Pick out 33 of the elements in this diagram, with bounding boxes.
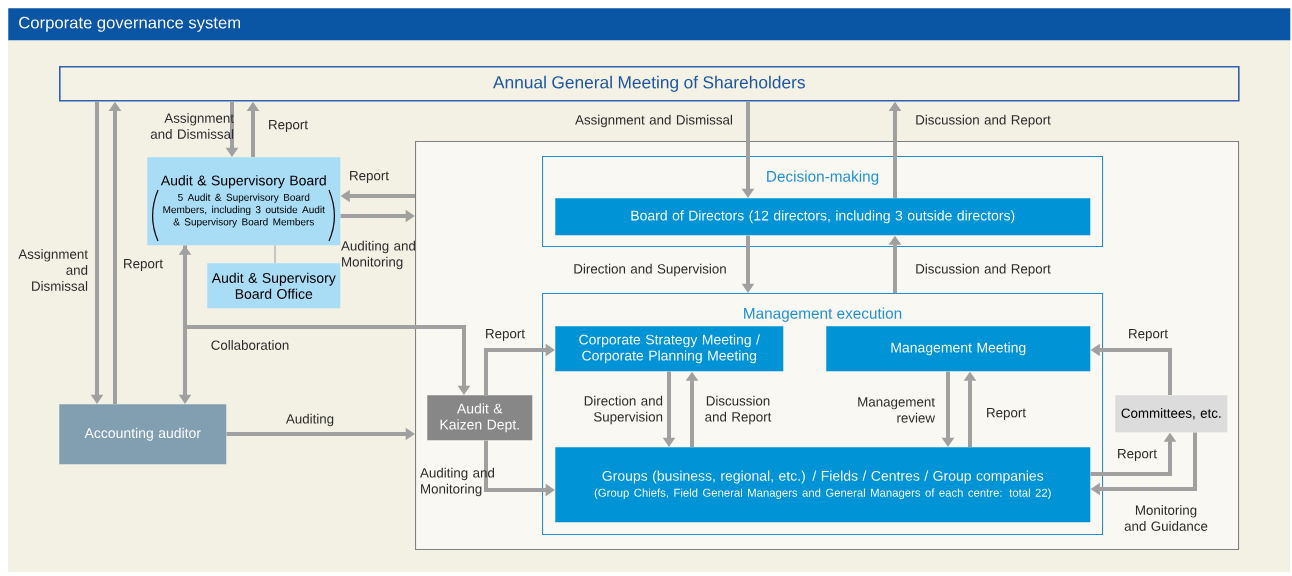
edge-label: Auditing — [285, 413, 334, 427]
edge-label: Discussion and Report — [705, 395, 772, 425]
edge-label: Assignment and Dismissal — [18, 249, 88, 291]
meeting-box: Annual General Meeting of Shareholders — [59, 66, 1240, 102]
edge-label: Direction and Supervision — [584, 395, 663, 425]
process-box: Groups (business, regional, etc.) / Fields / Centres / Group companies (Group Chiefs, Field General Managers and General Managers of each centre: total 22) — [555, 447, 1091, 523]
edge-label: Collaboration — [211, 340, 289, 350]
edge-label: Report — [486, 329, 525, 341]
office-box: Audit & Supervisory Board Office — [207, 263, 341, 309]
committee-box: Committees, etc. — [1115, 395, 1228, 433]
process-box: Board of Directors (12 directors, including 3 outside directors) — [555, 198, 1091, 236]
auditor-box: Accounting auditor — [59, 404, 227, 465]
edge-label: Direction and Supervision — [574, 263, 726, 277]
edge-label: Management review — [858, 397, 936, 423]
edge-label: Auditing and Monitoring — [341, 240, 415, 270]
edge-label: Report — [1129, 329, 1168, 341]
edge-label: Auditing and Monitoring — [420, 467, 494, 497]
process-box: Management Meeting — [826, 326, 1091, 372]
board-box: Audit & Supervisory Board 5 Audit & Supervisory Board Members, including 3 outside Audit & Supervisory Board Members — [147, 157, 341, 246]
edge-label: Monitoring and Guidance — [1124, 505, 1208, 531]
edge-label: Discussion and Report — [916, 114, 1051, 128]
edge-label: Report — [269, 120, 308, 132]
process-box: Corporate Strategy Meeting / Corporate Planning Meeting — [555, 326, 784, 372]
connector-line — [274, 245, 276, 264]
edge-label: Assignment and Dismissal — [575, 114, 732, 128]
title-banner: Corporate governance system — [8, 8, 1291, 41]
department-box: Audit & Kaizen Dept. — [427, 395, 533, 441]
edge-label: Report — [1118, 449, 1157, 461]
edge-label: Assignment and Dismissal — [150, 113, 234, 139]
edge-label: Report — [350, 171, 389, 183]
edge-label: Discussion and Report — [916, 263, 1051, 277]
edge-label: Report — [987, 408, 1026, 420]
edge-label: Report — [124, 259, 163, 271]
